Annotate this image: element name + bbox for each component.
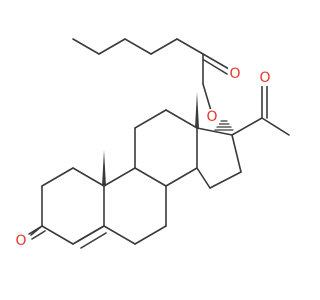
oxygen-label-acetyl: O [259,70,270,86]
bond [134,167,167,187]
bond [98,38,126,55]
bond [165,167,198,187]
double-bond [80,232,107,249]
bond [176,38,204,55]
bond [209,171,242,189]
bond [103,225,136,245]
bond [41,225,74,245]
bond [165,109,198,129]
bond [103,167,136,187]
bond [150,38,178,55]
steroid-core [28,83,290,249]
double-bond [28,225,43,235]
oxygen-label-ketone: O [15,233,26,249]
double-bond [203,59,228,75]
bond [134,225,167,245]
atom-bg [14,233,28,249]
methyl-wedge [195,92,199,128]
bond [231,134,242,173]
bond [41,167,74,187]
bond [196,127,233,136]
bond [261,117,290,136]
double-bond [77,225,105,242]
oxygen-label-ester-link: O [206,109,217,125]
bond [231,117,263,136]
oxygen-label-ester-carbonyl: O [229,66,240,82]
bond [124,38,152,55]
methyl-wedge [102,150,106,186]
double-bond [31,230,46,240]
atom-labels: O O O O [14,66,272,249]
atom-bg [258,70,272,86]
hexanoyl-chain [72,38,230,115]
atom-bg [205,109,219,125]
bond [72,167,105,187]
atom-bg [228,66,242,82]
bond [196,167,211,189]
double-bond [202,53,230,70]
structure-diagram: O O O O [14,38,290,249]
bond [72,38,100,55]
bond [134,109,167,129]
